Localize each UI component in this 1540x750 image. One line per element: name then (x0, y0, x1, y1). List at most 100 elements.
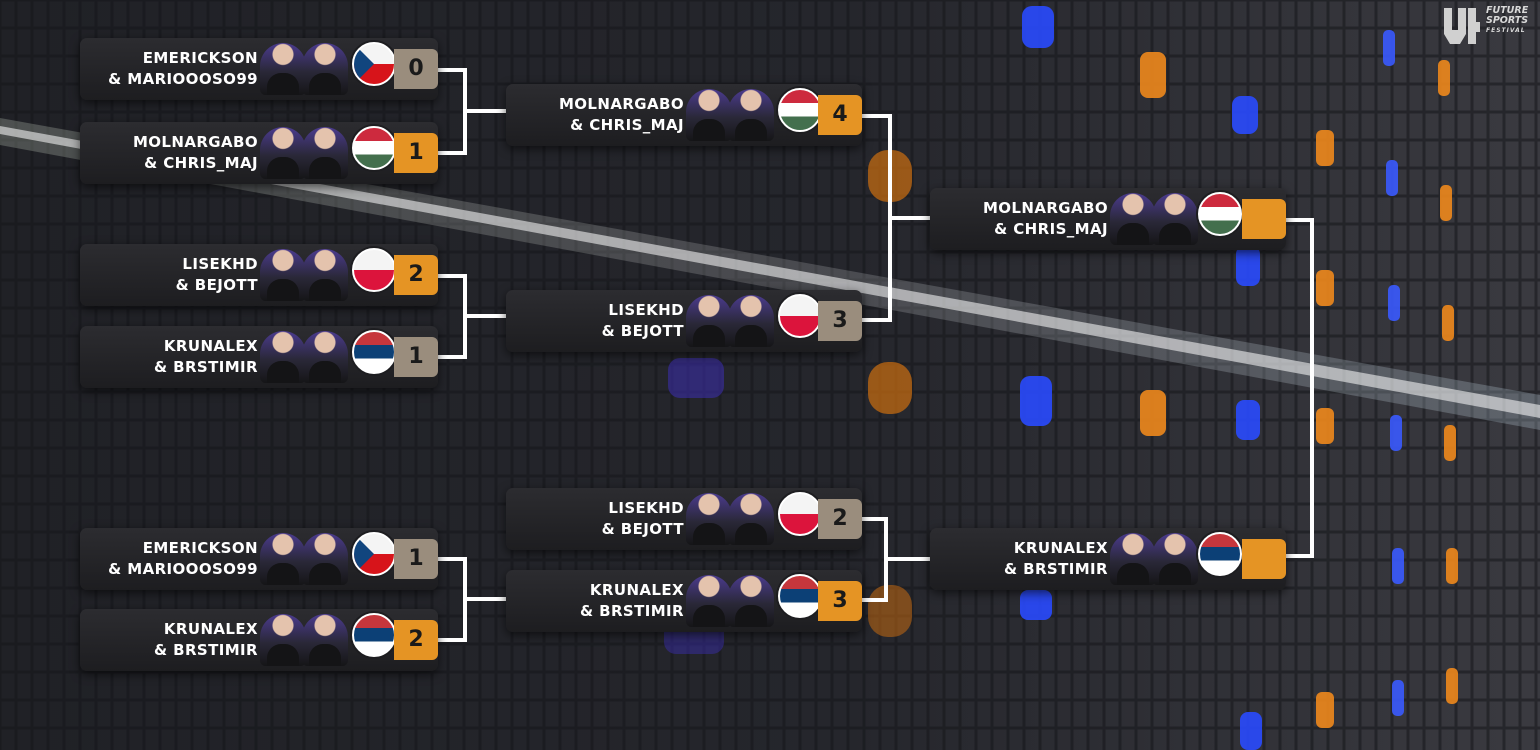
team-player-1: MOLNARGABO (132, 133, 258, 151)
team-avatars (260, 43, 352, 95)
avatar (302, 533, 348, 585)
match-card[interactable]: KRUNALEX & BRSTIMIR (930, 528, 1286, 590)
czech-flag-icon (352, 42, 396, 86)
avatar (728, 493, 774, 545)
serbia-flag-icon (352, 330, 396, 374)
team-avatars (260, 614, 352, 666)
poland-flag-icon (778, 294, 822, 338)
serbia-flag-icon (778, 574, 822, 618)
team-player-1: LISEKHD (182, 255, 258, 273)
match-card[interactable]: MOLNARGABO & CHRIS_MAJ 1 (80, 122, 438, 184)
logo-line-festival: FESTIVAL (1486, 27, 1526, 34)
match-card[interactable]: EMERICKSON & MARIOOOSO99 0 (80, 38, 438, 100)
match-card[interactable]: LISEKHD& BEJOTT 3 (506, 290, 862, 352)
hungary-flag-icon (352, 126, 396, 170)
avatar (260, 43, 306, 95)
team-avatars (1110, 193, 1202, 245)
match-card[interactable]: MOLNARGABO& CHRIS_MAJ (930, 188, 1286, 250)
serbia-flag-icon (352, 613, 396, 657)
avatar (728, 89, 774, 141)
team-player-2: & BRSTIMIR (1004, 560, 1108, 578)
avatar (302, 43, 348, 95)
team-avatars (686, 575, 778, 627)
team-avatars (686, 89, 778, 141)
poland-flag-icon (352, 248, 396, 292)
team-avatars (686, 493, 778, 545)
score-box: 1 (394, 133, 438, 173)
hungary-flag-icon (1198, 192, 1242, 236)
avatar (1110, 533, 1156, 585)
team-player-1: KRUNALEX (1013, 539, 1108, 557)
fsf-mark-icon (1444, 8, 1480, 44)
team-player-1: EMERICKSON (142, 539, 258, 557)
avatar (260, 127, 306, 179)
score-box (1242, 539, 1286, 579)
team-avatars (260, 249, 352, 301)
team-avatars (260, 331, 352, 383)
team-player-1: KRUNALEX (589, 581, 684, 599)
team-player-2: & CHRIS_MAJ (570, 116, 684, 134)
team-player-1: LISEKHD (608, 499, 684, 517)
avatar (728, 295, 774, 347)
avatar (686, 575, 732, 627)
avatar (728, 575, 774, 627)
score-box: 1 (394, 539, 438, 579)
team-player-1: EMERICKSON (142, 49, 258, 67)
avatar (1152, 193, 1198, 245)
match-card[interactable]: KRUNALEX & BRSTIMIR 2 (80, 609, 438, 671)
match-card[interactable]: MOLNARGABO & CHRIS_MAJ 4 (506, 84, 862, 146)
logo-line-future: FUTURE (1486, 5, 1529, 16)
team-player-1: MOLNARGABO (558, 95, 684, 113)
logo-line-sports: SPORTS (1486, 15, 1529, 26)
team-player-2: & BRSTIMIR (154, 641, 258, 659)
team-avatars (260, 533, 352, 585)
avatar (302, 127, 348, 179)
team-player-2: & MARIOOOSO99 (108, 70, 258, 88)
team-avatars (260, 127, 352, 179)
team-player-2: & BEJOTT (175, 276, 258, 294)
team-player-2: & MARIOOOSO99 (108, 560, 258, 578)
team-player-2: & BRSTIMIR (580, 602, 684, 620)
hungary-flag-icon (778, 88, 822, 132)
window-lights (664, 6, 1458, 750)
team-player-2: & CHRIS_MAJ (144, 154, 258, 172)
avatar (260, 331, 306, 383)
poland-flag-icon (778, 492, 822, 536)
team-player-2: & BRSTIMIR (154, 358, 258, 376)
match-card[interactable]: LISEKHD & BEJOTT 2 (80, 244, 438, 306)
score-box: 2 (394, 255, 438, 295)
team-player-2: & BEJOTT (601, 322, 684, 340)
team-player-2: & BEJOTT (601, 520, 684, 538)
avatar (686, 89, 732, 141)
avatar (260, 533, 306, 585)
avatar (302, 614, 348, 666)
avatar (302, 331, 348, 383)
avatar (302, 249, 348, 301)
czech-flag-icon (352, 532, 396, 576)
future-sports-festival-logo: FUTURE SPORTS FESTIVAL (1440, 4, 1536, 48)
avatar (1152, 533, 1198, 585)
avatar (260, 614, 306, 666)
team-player-1: KRUNALEX (163, 620, 258, 638)
avatar (686, 493, 732, 545)
match-card[interactable]: KRUNALEX & BRSTIMIR 3 (506, 570, 862, 632)
score-box: 1 (394, 337, 438, 377)
team-avatars (686, 295, 778, 347)
score-box (1242, 199, 1286, 239)
serbia-flag-icon (1198, 532, 1242, 576)
score-box: 0 (394, 49, 438, 89)
team-player-1: LISEKHD (608, 301, 684, 319)
score-box: 4 (818, 95, 862, 135)
score-box: 2 (818, 499, 862, 539)
avatar (260, 249, 306, 301)
match-card[interactable]: LISEKHD & BEJOTT 2 (506, 488, 862, 550)
avatar (1110, 193, 1156, 245)
team-player-1: KRUNALEX (163, 337, 258, 355)
match-card[interactable]: EMERICKSON & MARIOOOSO99 1 (80, 528, 438, 590)
team-avatars (1110, 533, 1202, 585)
match-card[interactable]: KRUNALEX & BRSTIMIR 1 (80, 326, 438, 388)
team-player-1: MOLNARGABO (982, 199, 1108, 217)
score-box: 3 (818, 581, 862, 621)
score-box: 2 (394, 620, 438, 660)
